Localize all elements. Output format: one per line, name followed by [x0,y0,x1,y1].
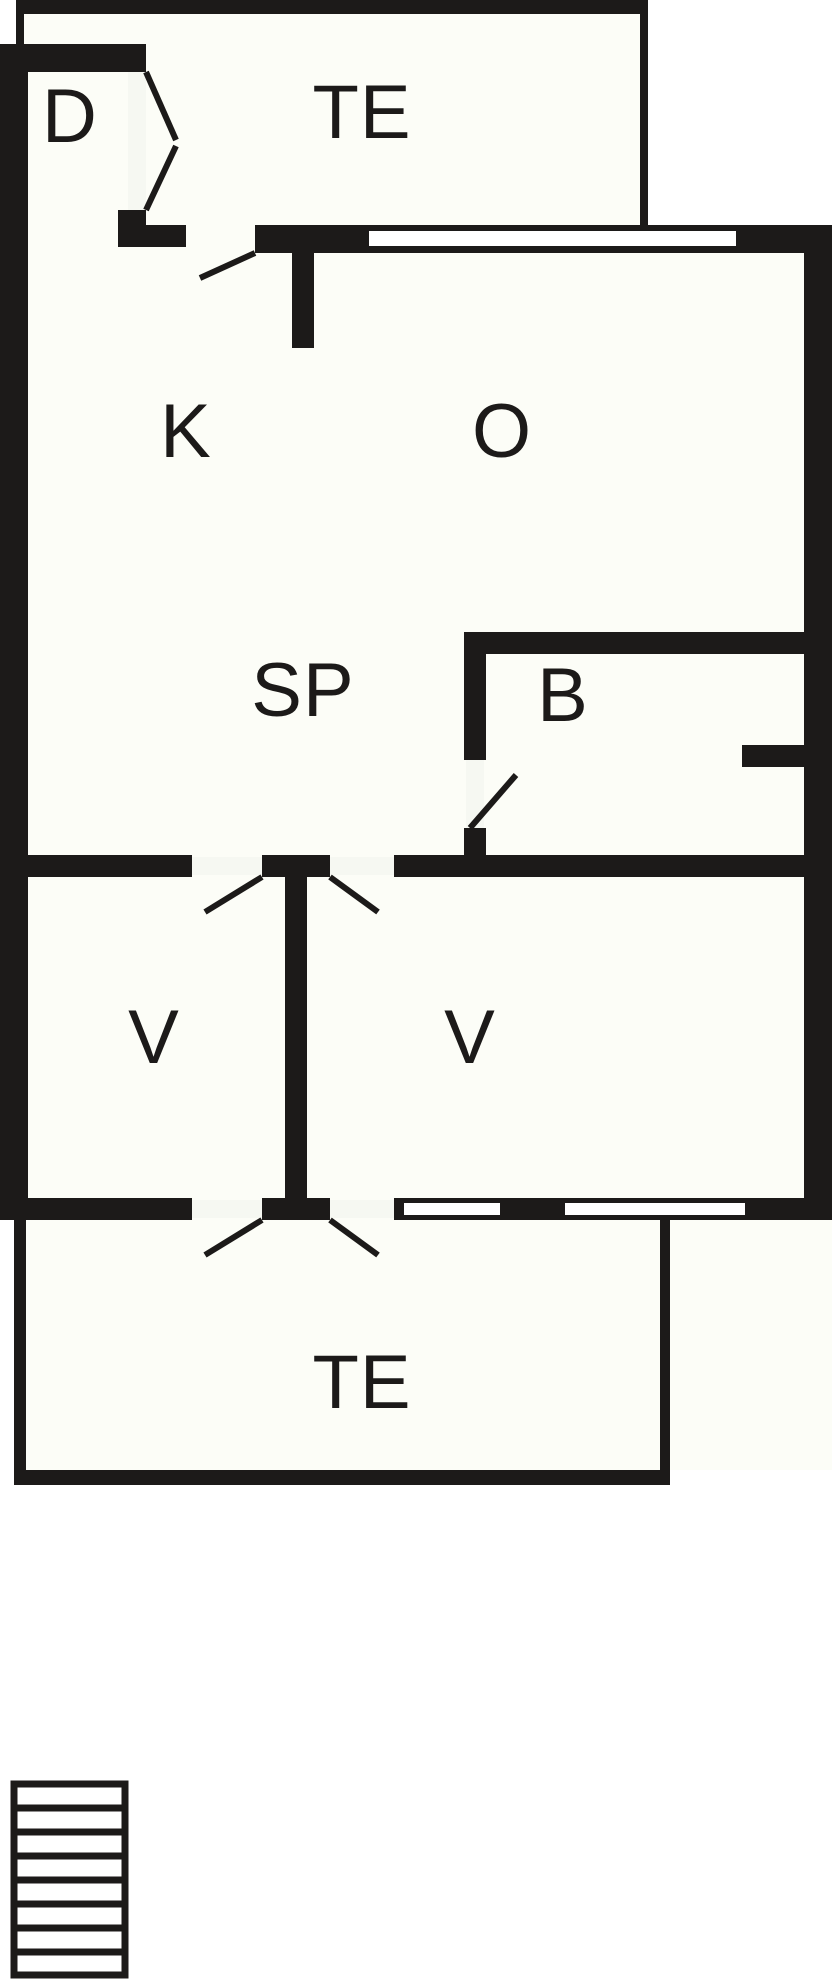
room-label-kitchen: K [160,389,212,474]
door-opening-bath [466,760,484,828]
wall-bath-top [464,632,832,654]
terrace-upper-walls [16,0,648,233]
door-opening-bedroom-left-top [192,857,262,875]
door-opening-entry [128,72,146,210]
main-body-walls [0,225,832,875]
wall-terrace-lower-right [660,1220,670,1485]
wall-terrace-lower-bottom [14,1470,670,1485]
wall-band-bottom-middle [262,1198,330,1220]
wall-main-top-left [255,225,363,253]
floor-bedroom-band [16,860,832,1220]
door-swing-entry [143,70,179,212]
door-swing-hall [198,250,257,281]
wall-bath-left-upper [464,632,486,760]
window-glass-bedroom-right-a [404,1203,500,1215]
room-label-terrace-upper: TE [312,70,411,155]
door-opening-bedroom-left-bottom [192,1200,262,1218]
wall-bedroom-band-top-right [394,855,832,877]
door-opening-bedroom-right-bottom [330,1200,394,1218]
door-opening-bedroom-right-top [330,857,394,875]
door-swing-bedroom-left-bottom [203,1217,264,1258]
wall-entry-left [0,44,28,238]
floor-entry [16,48,146,238]
wall-bedroom-band-bottom [0,1198,832,1220]
entry-walls [0,44,186,247]
wall-terrace-left-stub [16,0,24,48]
stairs [10,1780,129,1979]
room-label-entry: D [42,74,98,159]
wall-main-right [804,225,832,875]
wall-bedroom-partition [285,855,307,1220]
floor-fills [16,8,832,1470]
room-label-dining: SP [251,648,354,733]
room-label-bedroom-left: V [128,995,180,1080]
terrace-lower-walls [14,1220,670,1485]
wall-entry-right-jamb-top [118,44,146,72]
bathroom-walls [464,632,832,873]
window-glass-bedroom-right-b [565,1203,745,1215]
wall-bedroom-band-left [0,855,28,1220]
wall-main-top-right [742,225,832,253]
wall-terrace-upper-right [640,0,648,233]
wall-band-bottom-left [0,1198,192,1220]
wall-bedroom-band-top-left [0,855,192,877]
room-label-bathroom: B [537,653,589,738]
wall-terrace-top [16,0,648,14]
floor-main-body [16,225,832,875]
door-swing-bedroom-left-top [203,874,264,915]
wall-main-left [0,238,28,870]
wall-bath-right-stub [742,745,832,767]
door-swing-bath [467,773,519,830]
window-glass-main-top [369,231,736,246]
wall-between-living-and-bedrooms [0,855,832,877]
wall-stub-vertical-top [292,253,314,348]
room-label-terrace-lower: TE [312,1340,411,1425]
wall-bedroom-band-right [804,855,832,1220]
door-swing-bedroom-right-top [328,874,380,915]
wall-terrace-lower-left [14,1220,26,1485]
room-label-living: O [472,389,532,474]
wall-entry-bottom [118,225,186,247]
floor-terrace-lower [16,1210,832,1470]
door-swing-bedroom-right-bottom [328,1217,380,1258]
room-label-bedroom-right: V [444,995,496,1080]
